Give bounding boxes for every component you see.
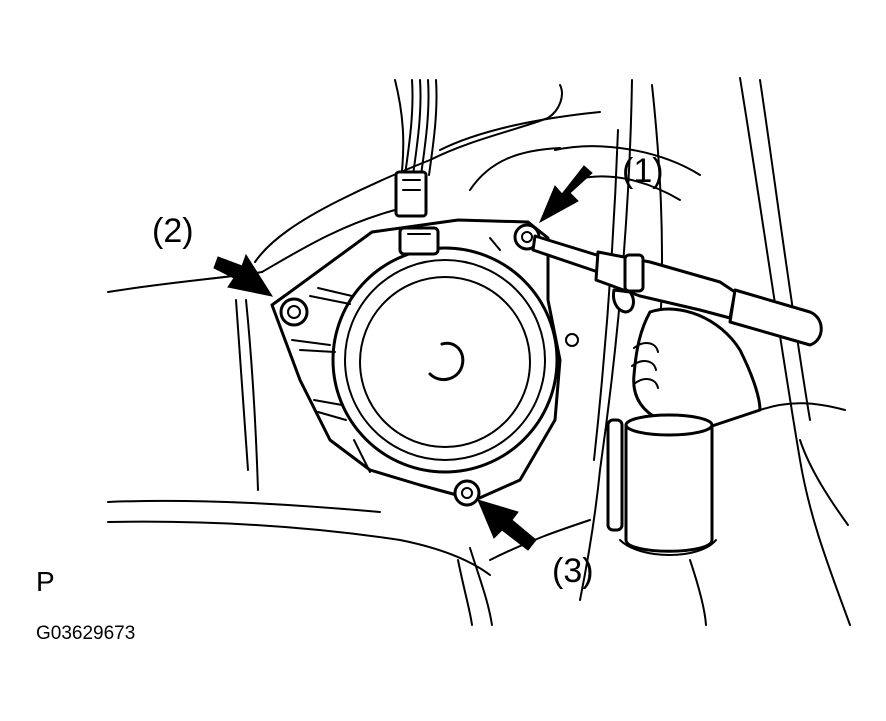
tool-collar — [623, 253, 645, 293]
arrow-icon — [538, 165, 593, 224]
door-panel-outline — [107, 77, 851, 626]
speaker-cone — [359, 276, 531, 448]
wire-harness — [394, 79, 438, 218]
door-hole — [565, 333, 579, 347]
callout-label-2: (2) — [152, 212, 194, 250]
arrow-icon — [213, 253, 274, 297]
rivet-drill-tool — [531, 234, 846, 556]
hand — [632, 307, 762, 432]
speaker-rim — [344, 259, 546, 461]
rivet-3 — [453, 479, 481, 507]
arrow-icon — [477, 499, 537, 551]
tool-hose — [606, 418, 624, 532]
speaker-terminal — [398, 226, 440, 256]
figure-code: G03629673 — [36, 623, 136, 644]
callout-label-3: (3) — [552, 552, 594, 590]
speaker-outer-ring — [331, 246, 559, 474]
speaker-dust-cap — [428, 341, 465, 382]
tool-handle-rear — [728, 288, 823, 347]
wire-connector — [394, 170, 428, 218]
speaker-bracket — [270, 218, 562, 502]
tool-canister — [624, 423, 714, 553]
callout-label-1: (1) — [622, 152, 664, 190]
rivet-2 — [279, 297, 309, 327]
speaker — [331, 226, 559, 474]
tool-trigger — [612, 288, 635, 314]
view-letter: P — [36, 566, 55, 597]
